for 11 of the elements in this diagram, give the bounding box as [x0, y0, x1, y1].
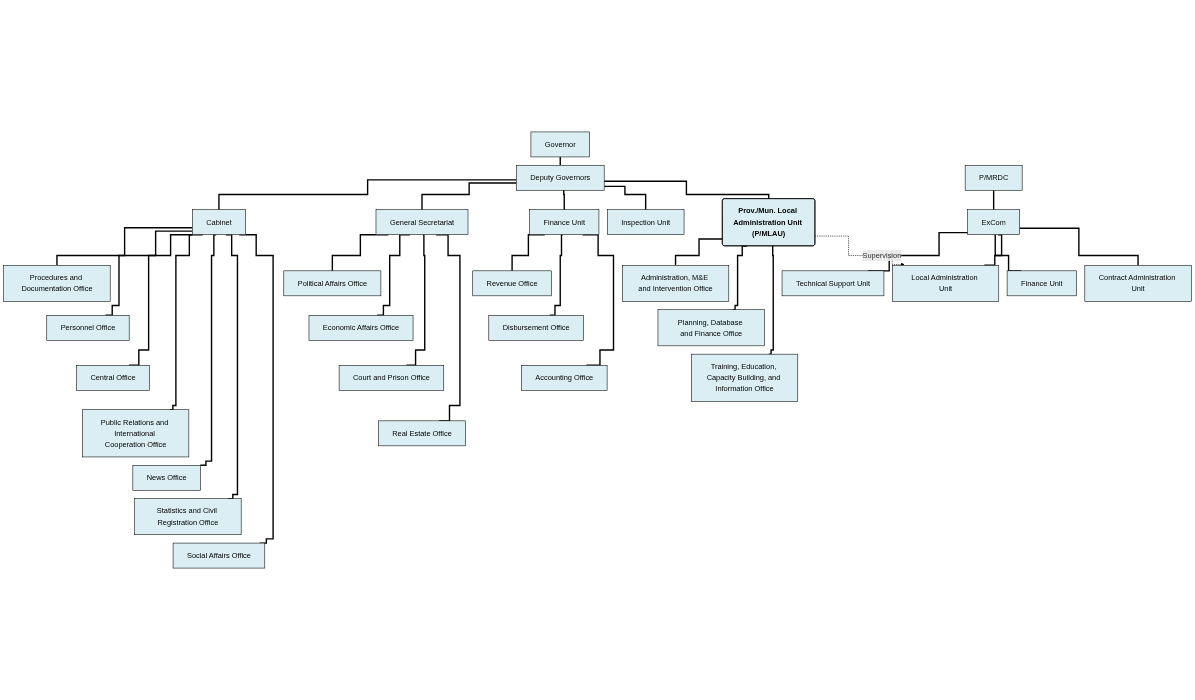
connector [218, 179, 517, 211]
connector [674, 238, 724, 266]
connector [56, 227, 193, 266]
connector [421, 182, 517, 211]
connector [603, 180, 770, 200]
connector [199, 234, 217, 466]
connector [603, 185, 647, 211]
connector [992, 189, 995, 211]
connector [768, 245, 774, 355]
connector [1019, 227, 1139, 266]
connector [562, 189, 565, 211]
